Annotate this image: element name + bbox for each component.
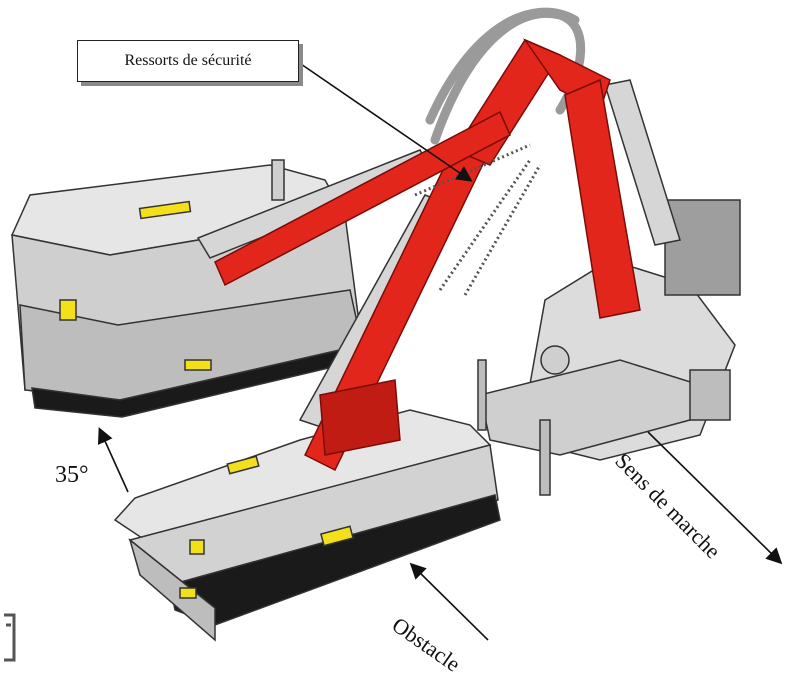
safety-springs-callout: Ressorts de sécurité [77, 40, 299, 82]
direction-arrow [647, 431, 783, 565]
lower-mower-deck [113, 409, 501, 642]
cropped-corner-icon [4, 613, 16, 662]
tractor-mount-frame [477, 199, 741, 496]
red-boom-arm [214, 38, 641, 472]
callout-pointer-arrow [297, 61, 473, 182]
tilt-angle-label: 35° [55, 462, 89, 488]
angle-arrow [97, 427, 129, 493]
safety-springs [414, 143, 542, 296]
obstacle-arrow [409, 562, 489, 641]
raised-mower-deck [10, 159, 363, 418]
